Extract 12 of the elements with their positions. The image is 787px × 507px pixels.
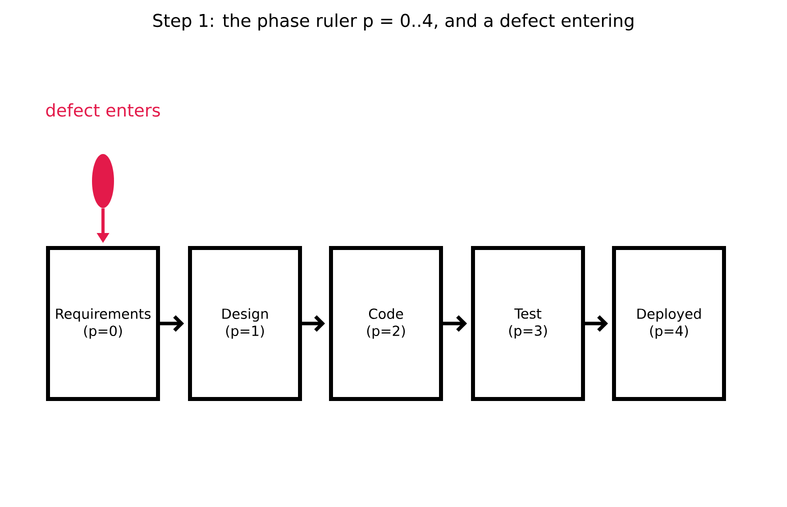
- process-box: Deployed (p=4): [612, 246, 726, 401]
- process-box: Test (p=3): [471, 246, 585, 401]
- process-box: Code (p=2): [329, 246, 443, 401]
- arrow: [160, 315, 184, 332]
- arrow: [443, 315, 467, 332]
- ellipse-marker: [92, 154, 114, 208]
- title: Step 1: the phase ruler p = 0..4, and a defect entering: [153, 13, 634, 31]
- process-box: Requirements (p=0): [46, 246, 160, 401]
- arrow: [302, 315, 326, 332]
- annotation: defect enters: [46, 103, 160, 117]
- arrow: [585, 315, 608, 332]
- process-box: Design (p=1): [188, 246, 302, 401]
